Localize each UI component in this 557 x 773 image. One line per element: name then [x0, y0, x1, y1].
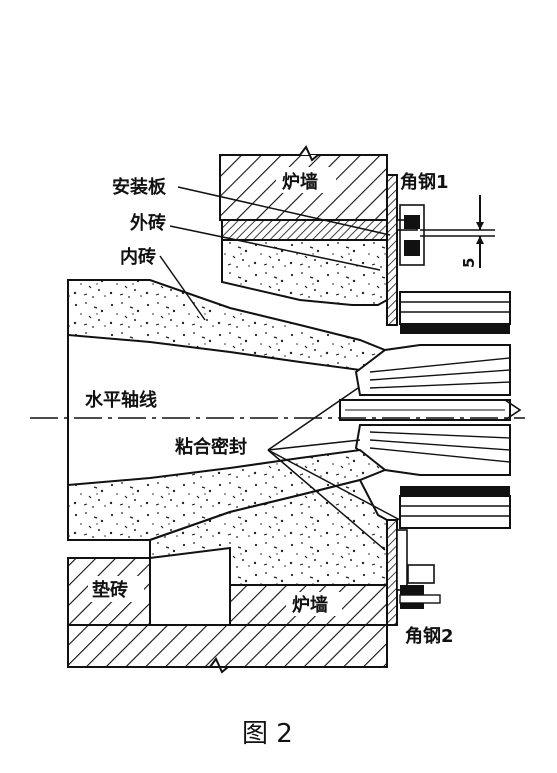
inner-brick-lower — [67, 448, 387, 541]
angle-steel-1 — [386, 174, 495, 326]
inner-brick-label: 内砖 — [120, 246, 156, 268]
burner-body — [339, 291, 522, 529]
cavity-outline — [67, 240, 223, 485]
pad-brick — [67, 557, 151, 626]
mounting-plate-label: 安装板 — [112, 176, 167, 198]
outer-brick-label: 外砖 — [130, 212, 166, 234]
furnace-wall-bottom-label: 炉墙 — [292, 594, 328, 616]
adhesive-seal-label: 粘合密封 — [175, 436, 247, 458]
mounting-plate — [221, 219, 388, 241]
horizontal-axis-label: 水平轴线 — [85, 389, 157, 411]
angle-steel-1-label: 角钢1 — [400, 171, 449, 193]
angle-steel-2 — [386, 519, 441, 626]
pad-brick-label: 垫砖 — [92, 579, 128, 601]
lower-cavity — [149, 548, 231, 625]
gap-dimension — [476, 195, 484, 268]
gap-dimension-label: 5 — [460, 258, 478, 268]
furnace-wall-top-label: 炉墙 — [282, 171, 318, 193]
outer-brick-upper — [221, 239, 388, 306]
leader-lines — [159, 186, 401, 551]
upper-furnace-wall — [219, 145, 388, 221]
figure-caption: 图 2 — [242, 719, 293, 749]
angle-steel-2-label: 角钢2 — [405, 625, 454, 647]
